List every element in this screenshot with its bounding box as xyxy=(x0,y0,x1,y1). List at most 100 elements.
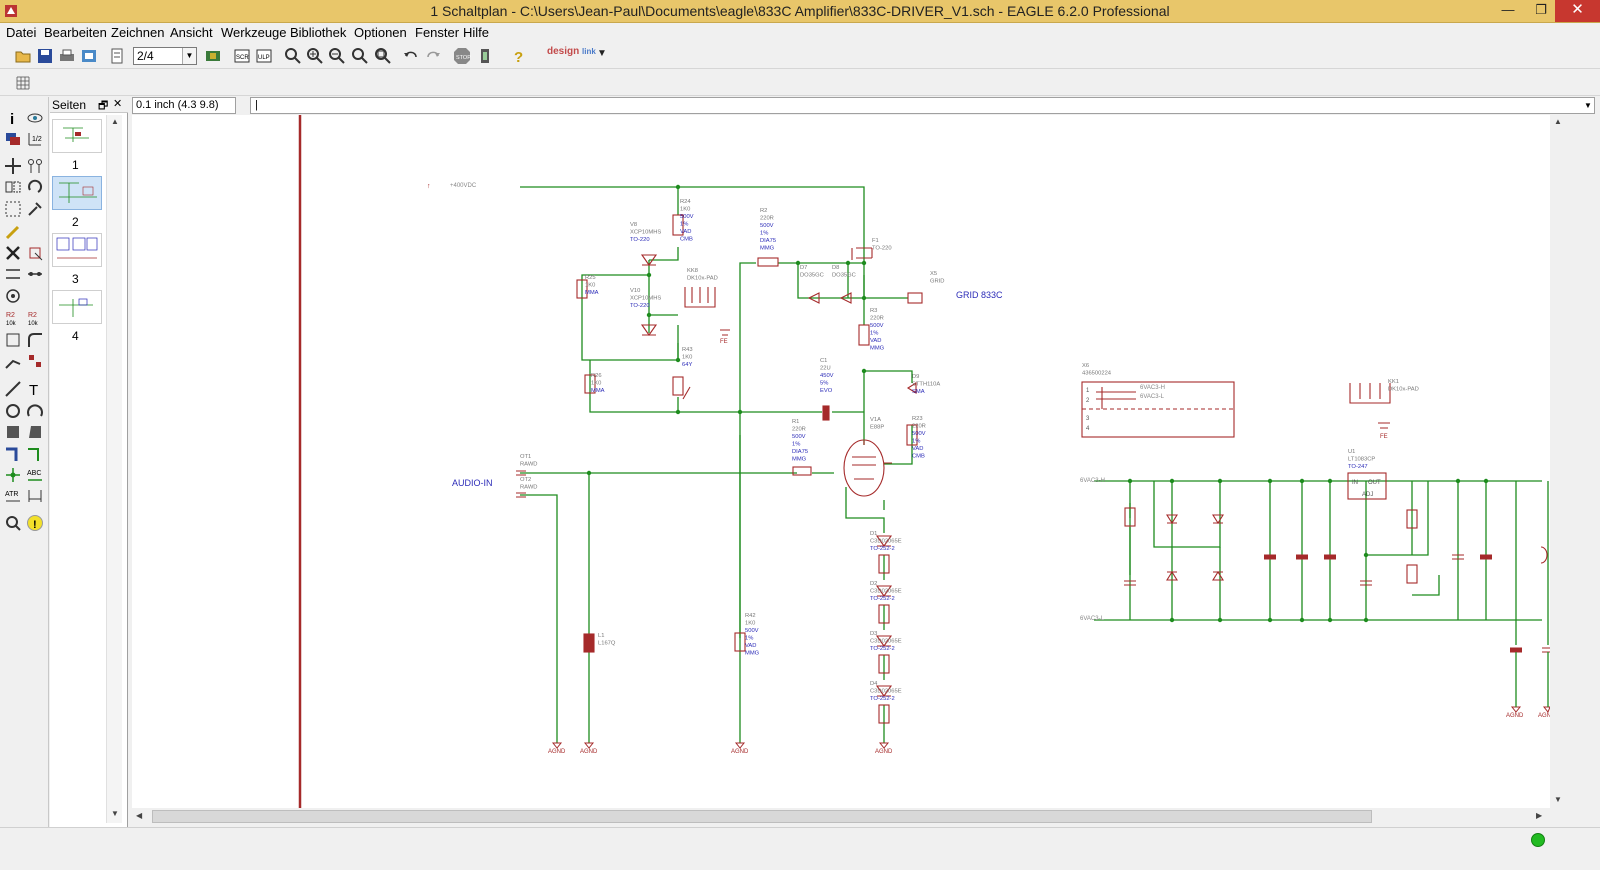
scroll-down-icon[interactable]: ▼ xyxy=(1554,795,1562,804)
menu-zeichnen[interactable]: Zeichnen xyxy=(111,25,165,40)
bus-icon[interactable] xyxy=(4,445,22,463)
group-icon[interactable] xyxy=(4,200,22,218)
junction-icon[interactable] xyxy=(4,466,22,484)
mark-icon[interactable]: 1/2 xyxy=(26,130,44,148)
command-line-input[interactable]: | ▼ xyxy=(250,97,1595,114)
pinswap-icon[interactable] xyxy=(4,265,22,283)
label-icon[interactable]: ABC xyxy=(26,466,44,484)
info-icon[interactable]: i xyxy=(4,109,22,127)
part-label-d4-1: C3D02065E xyxy=(870,689,902,695)
net-icon[interactable] xyxy=(26,445,44,463)
page-thumbnail-3-preview xyxy=(56,237,98,259)
schematic-drawing[interactable]: ↑ +400VDC xyxy=(132,115,1550,808)
errors-icon[interactable]: ! xyxy=(26,514,44,532)
page-thumbnail-4[interactable] xyxy=(52,290,102,324)
save-icon[interactable] xyxy=(36,47,54,65)
cam-processor-icon[interactable] xyxy=(80,47,98,65)
close-button[interactable]: ✕ xyxy=(1555,0,1600,22)
undo-icon[interactable] xyxy=(402,47,420,65)
redo-icon[interactable] xyxy=(424,47,442,65)
replace-icon[interactable] xyxy=(4,287,22,305)
part-label-r3-3: 1% xyxy=(870,331,878,337)
board-switch-icon[interactable] xyxy=(204,47,222,65)
go-icon[interactable] xyxy=(476,47,494,65)
add-part-icon[interactable] xyxy=(26,244,44,262)
display-layers-icon[interactable] xyxy=(4,130,22,148)
rect-icon[interactable] xyxy=(4,423,22,441)
menu-hilfe[interactable]: Hilfe xyxy=(463,25,490,40)
erc-icon[interactable] xyxy=(4,514,22,532)
split-icon[interactable] xyxy=(4,352,22,370)
menu-bearbeiten[interactable]: Bearbeiten xyxy=(44,25,107,40)
text-icon[interactable]: T xyxy=(26,380,44,398)
caret-down-icon[interactable]: ▼ xyxy=(597,48,607,59)
part-label-r42-3: 1% xyxy=(745,636,753,642)
command-history-dropdown-icon[interactable]: ▼ xyxy=(1584,101,1592,110)
delete-icon[interactable] xyxy=(4,244,22,262)
wire-icon[interactable] xyxy=(4,380,22,398)
grid-icon[interactable] xyxy=(14,74,32,92)
move-icon[interactable] xyxy=(4,157,22,175)
dimension-icon[interactable] xyxy=(26,487,44,505)
zoom-select-icon[interactable] xyxy=(374,47,392,65)
open-folder-icon[interactable] xyxy=(14,47,32,65)
menu-datei[interactable]: Datei xyxy=(6,25,37,40)
sheet-select[interactable]: 2/4 ▼ xyxy=(133,47,197,65)
chevron-down-icon[interactable]: ▼ xyxy=(182,48,196,64)
eagle-app-icon[interactable] xyxy=(4,4,18,18)
help-icon[interactable]: ? xyxy=(510,47,528,65)
menu-bibliothek[interactable]: Bibliothek xyxy=(290,25,347,40)
zoom-in-icon[interactable] xyxy=(306,47,324,65)
menu-ansicht[interactable]: Ansicht xyxy=(170,25,213,40)
minimize-button[interactable]: — xyxy=(1501,2,1515,17)
part-label-r2-2: 500V xyxy=(760,223,774,229)
canvas-horizontal-scrollbar[interactable]: ◀ ▶ xyxy=(132,808,1550,825)
invoke-icon[interactable] xyxy=(26,352,44,370)
schematic-canvas[interactable]: ↑ +400VDC xyxy=(132,115,1550,808)
rotate-icon[interactable] xyxy=(26,178,44,196)
menu-optionen[interactable]: Optionen xyxy=(354,25,407,40)
show-icon[interactable] xyxy=(26,109,44,127)
panel-close-icon[interactable]: ✕ xyxy=(113,98,123,110)
scroll-right-icon[interactable]: ▶ xyxy=(1536,811,1543,820)
menu-fenster[interactable]: Fenster xyxy=(415,25,460,40)
menu-werkzeuge[interactable]: Werkzeuge xyxy=(221,25,287,40)
part-label-r2-1: 220R xyxy=(760,216,774,222)
panel-restore-icon[interactable]: 🗗 xyxy=(98,100,109,112)
page-thumbnail-1[interactable] xyxy=(52,119,102,153)
pages-scrollbar[interactable]: ▲ ▼ xyxy=(106,115,122,823)
canvas-vertical-scrollbar[interactable]: ▲ ▼ xyxy=(1550,115,1567,808)
sheet-select-value: 2/4 xyxy=(137,49,154,63)
zoom-redraw-icon[interactable] xyxy=(351,47,369,65)
attribute-icon[interactable]: ATR xyxy=(4,487,22,505)
arc-icon[interactable] xyxy=(26,402,44,420)
maximize-button[interactable]: ❐ xyxy=(1535,2,1547,17)
svg-text:ABC: ABC xyxy=(27,470,41,477)
sheet-icon[interactable] xyxy=(108,47,126,65)
circle-icon[interactable] xyxy=(4,402,22,420)
zoom-fit-icon[interactable] xyxy=(284,47,302,65)
scroll-up-icon[interactable]: ▲ xyxy=(111,117,119,126)
polygon-icon[interactable] xyxy=(26,423,44,441)
scroll-up-icon[interactable]: ▲ xyxy=(1554,117,1562,126)
gateswap-icon[interactable] xyxy=(26,265,44,283)
scroll-left-icon[interactable]: ◀ xyxy=(136,811,143,820)
copy-icon[interactable] xyxy=(26,157,44,175)
script-icon[interactable]: SCR xyxy=(233,47,251,65)
designlink-button[interactable]: design link ▼ xyxy=(547,46,609,66)
smash-icon[interactable] xyxy=(4,331,22,349)
page-thumbnail-2[interactable] xyxy=(52,176,102,210)
ulp-icon[interactable]: ULP xyxy=(255,47,273,65)
page-thumbnail-3[interactable] xyxy=(52,233,102,267)
hscroll-thumb[interactable] xyxy=(152,810,1372,823)
zoom-out-icon[interactable] xyxy=(328,47,346,65)
stop-icon[interactable]: STOP xyxy=(453,47,471,65)
miter-icon[interactable] xyxy=(26,331,44,349)
scroll-down-icon[interactable]: ▼ xyxy=(111,809,119,818)
change-icon[interactable] xyxy=(26,200,44,218)
mirror-icon[interactable] xyxy=(4,178,22,196)
print-icon[interactable] xyxy=(58,47,76,65)
paste-icon[interactable] xyxy=(4,223,22,241)
